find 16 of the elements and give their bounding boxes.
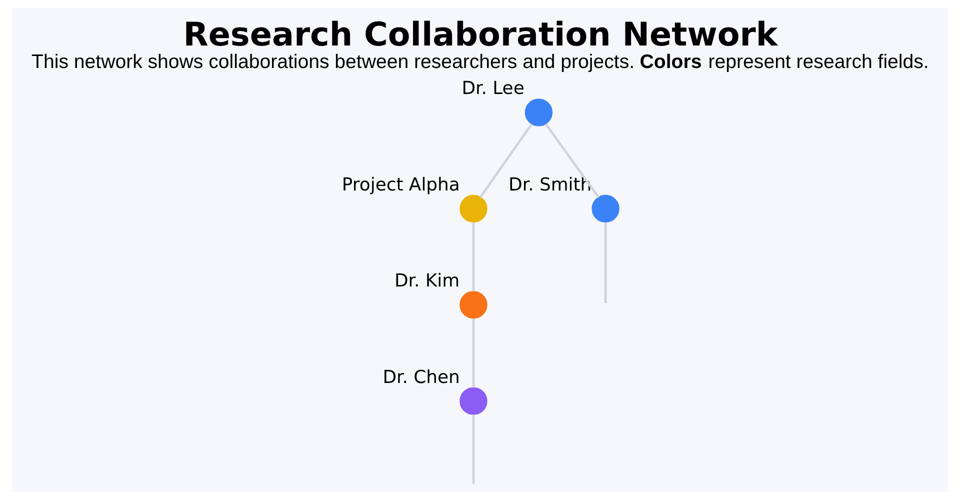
connector [472, 222, 475, 292]
connector [472, 414, 475, 484]
node-label: Dr. Smith [508, 174, 592, 196]
node-circle [524, 98, 553, 126]
node-circle [460, 194, 488, 222]
node-circle [460, 387, 488, 415]
connector [544, 123, 600, 198]
node-circle [460, 291, 488, 319]
node-label: Project Alpha [342, 174, 460, 196]
node-label: Dr. Lee [462, 78, 524, 100]
connector [604, 222, 607, 304]
connector [479, 123, 533, 198]
node-label: Dr. Kim [394, 270, 460, 292]
node-circle [592, 194, 620, 222]
node-label: Dr. Chen [382, 366, 460, 388]
connector [472, 318, 475, 388]
